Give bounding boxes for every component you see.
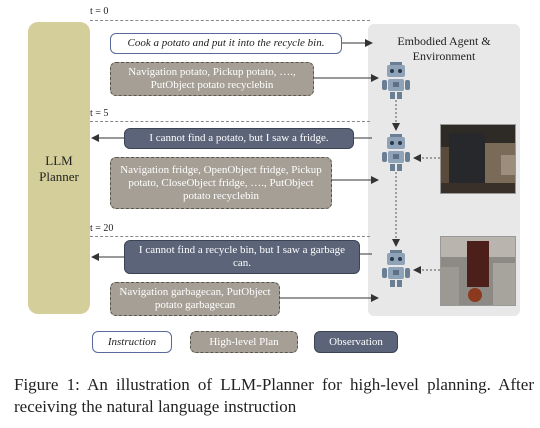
timestep-5: t = 5 (90, 108, 109, 119)
timestep-line (90, 236, 370, 237)
timestep-0: t = 0 (90, 6, 109, 17)
robot-icon (382, 62, 410, 99)
timestep-20: t = 20 (90, 223, 114, 234)
llm-planner-label: LLM Planner (39, 153, 79, 184)
plan-box-2: Navigation fridge, OpenObject fridge, Pi… (110, 157, 332, 209)
observation-box-2: I cannot find a recycle bin, but I saw a… (124, 240, 360, 274)
plan-box-3: Navigation garbagecan, PutObject potato … (110, 282, 280, 316)
figure-caption: Figure 1: An illustration of LLM-Planner… (14, 375, 534, 416)
instruction-box: Cook a potato and put it into the recycl… (110, 33, 342, 54)
legend-observation: Observation (314, 331, 398, 353)
robot-icon (382, 250, 410, 287)
llm-planner-column (28, 22, 90, 314)
legend-high-level-plan: High-level Plan (190, 331, 298, 353)
legend-instruction: Instruction (92, 331, 172, 353)
observation-box-1: I cannot find a potato, but I saw a frid… (124, 128, 354, 149)
fridge-scene-image (440, 124, 516, 194)
timestep-line (90, 121, 370, 122)
garbage-can-scene-image (440, 236, 516, 306)
timestep-line (90, 20, 370, 21)
robot-icon (382, 134, 410, 171)
environment-label: Embodied Agent & Environment (397, 34, 491, 63)
plan-box-1: Navigation potato, Pickup potato, …., Pu… (110, 62, 314, 96)
